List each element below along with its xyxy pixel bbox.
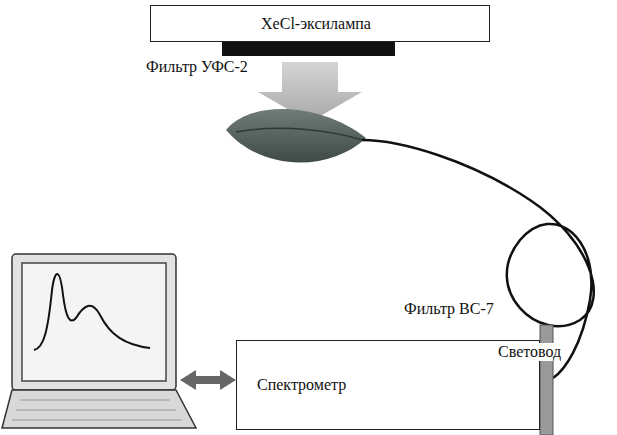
spectrum-curve: [34, 274, 150, 350]
leaf: [226, 109, 366, 162]
part-label: Фильтр ВС-7: [402, 300, 496, 318]
laptop-screen: [22, 263, 166, 381]
uv-filter: [222, 41, 395, 56]
data-link-arrow: [180, 370, 236, 390]
spectrometer-box: Спектрометр: [236, 340, 540, 430]
laptop-lid: [12, 254, 176, 390]
leaf-vein: [236, 128, 362, 140]
laptop-base: [2, 390, 196, 428]
node-text: Спектрометр: [257, 376, 346, 394]
glass-filter: [540, 325, 553, 435]
node-text: XeCl-эксилампа: [261, 15, 371, 33]
lamp-box: XeCl-эксилампа: [150, 5, 490, 42]
laptop-keys: [12, 400, 182, 420]
part-label: Световод: [496, 343, 563, 361]
part-label: Фильтр УФС-2: [144, 58, 250, 76]
